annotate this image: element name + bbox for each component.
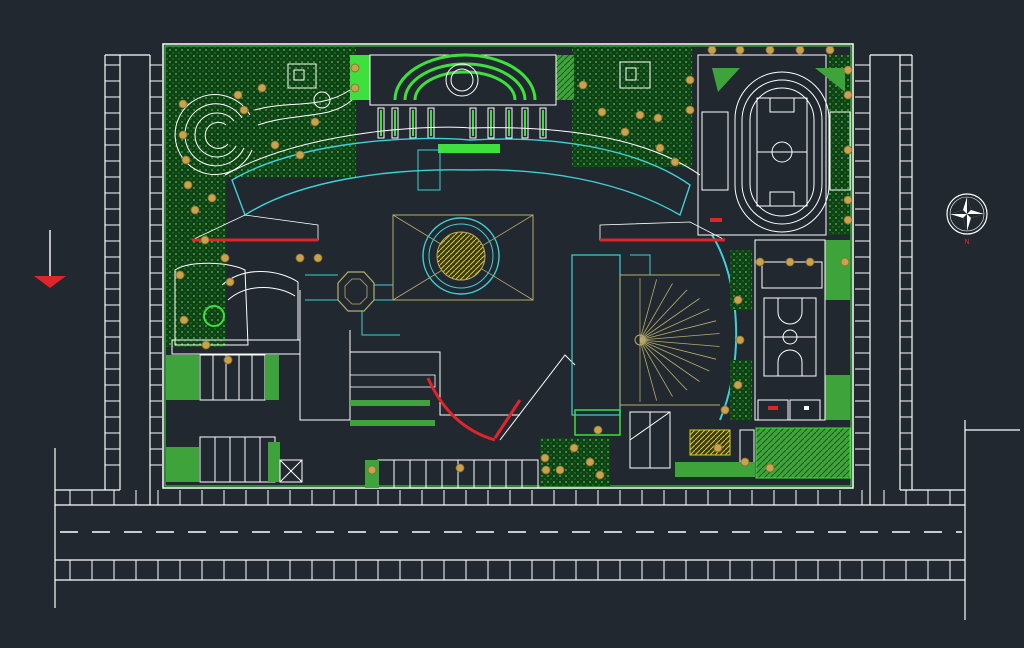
north-landscape (166, 47, 850, 420)
central-fountain (436, 231, 486, 281)
main-building-arc (231, 137, 691, 217)
lawn-northwest (166, 47, 356, 177)
entrance-steps (438, 144, 500, 153)
entrance-plaza (369, 53, 557, 153)
entrance-ramps (191, 214, 726, 242)
lawn-east-low (825, 375, 850, 420)
compass-rose-icon: N (946, 193, 988, 246)
yellow-pavilion (689, 429, 731, 456)
main-building (224, 126, 738, 442)
basketball-court (710, 218, 826, 421)
lawn-east-mid (825, 240, 850, 300)
compass-north-label: N (964, 238, 969, 246)
hedge-north-right (556, 55, 574, 100)
track-outer (734, 71, 830, 233)
tree-symbols (175, 45, 853, 480)
round-planter (203, 305, 225, 327)
north-arrow-icon (34, 230, 66, 288)
curved-stair (426, 377, 496, 442)
colonnade (377, 107, 547, 139)
octagon-pavilion (337, 271, 375, 312)
lawn-west-strip (166, 177, 226, 347)
east-arc-facade (711, 234, 738, 421)
central-fountain-ring (422, 217, 500, 295)
north-pavilions (287, 61, 651, 89)
hedge-north-left (350, 55, 370, 100)
radial-roof (639, 278, 720, 402)
site-boundary-green (164, 45, 852, 487)
kerb-ticks (69, 64, 951, 580)
lawn-north-center (572, 47, 692, 167)
central-plaza (392, 214, 534, 301)
parking-areas (166, 354, 539, 489)
athletics-track (697, 54, 851, 236)
